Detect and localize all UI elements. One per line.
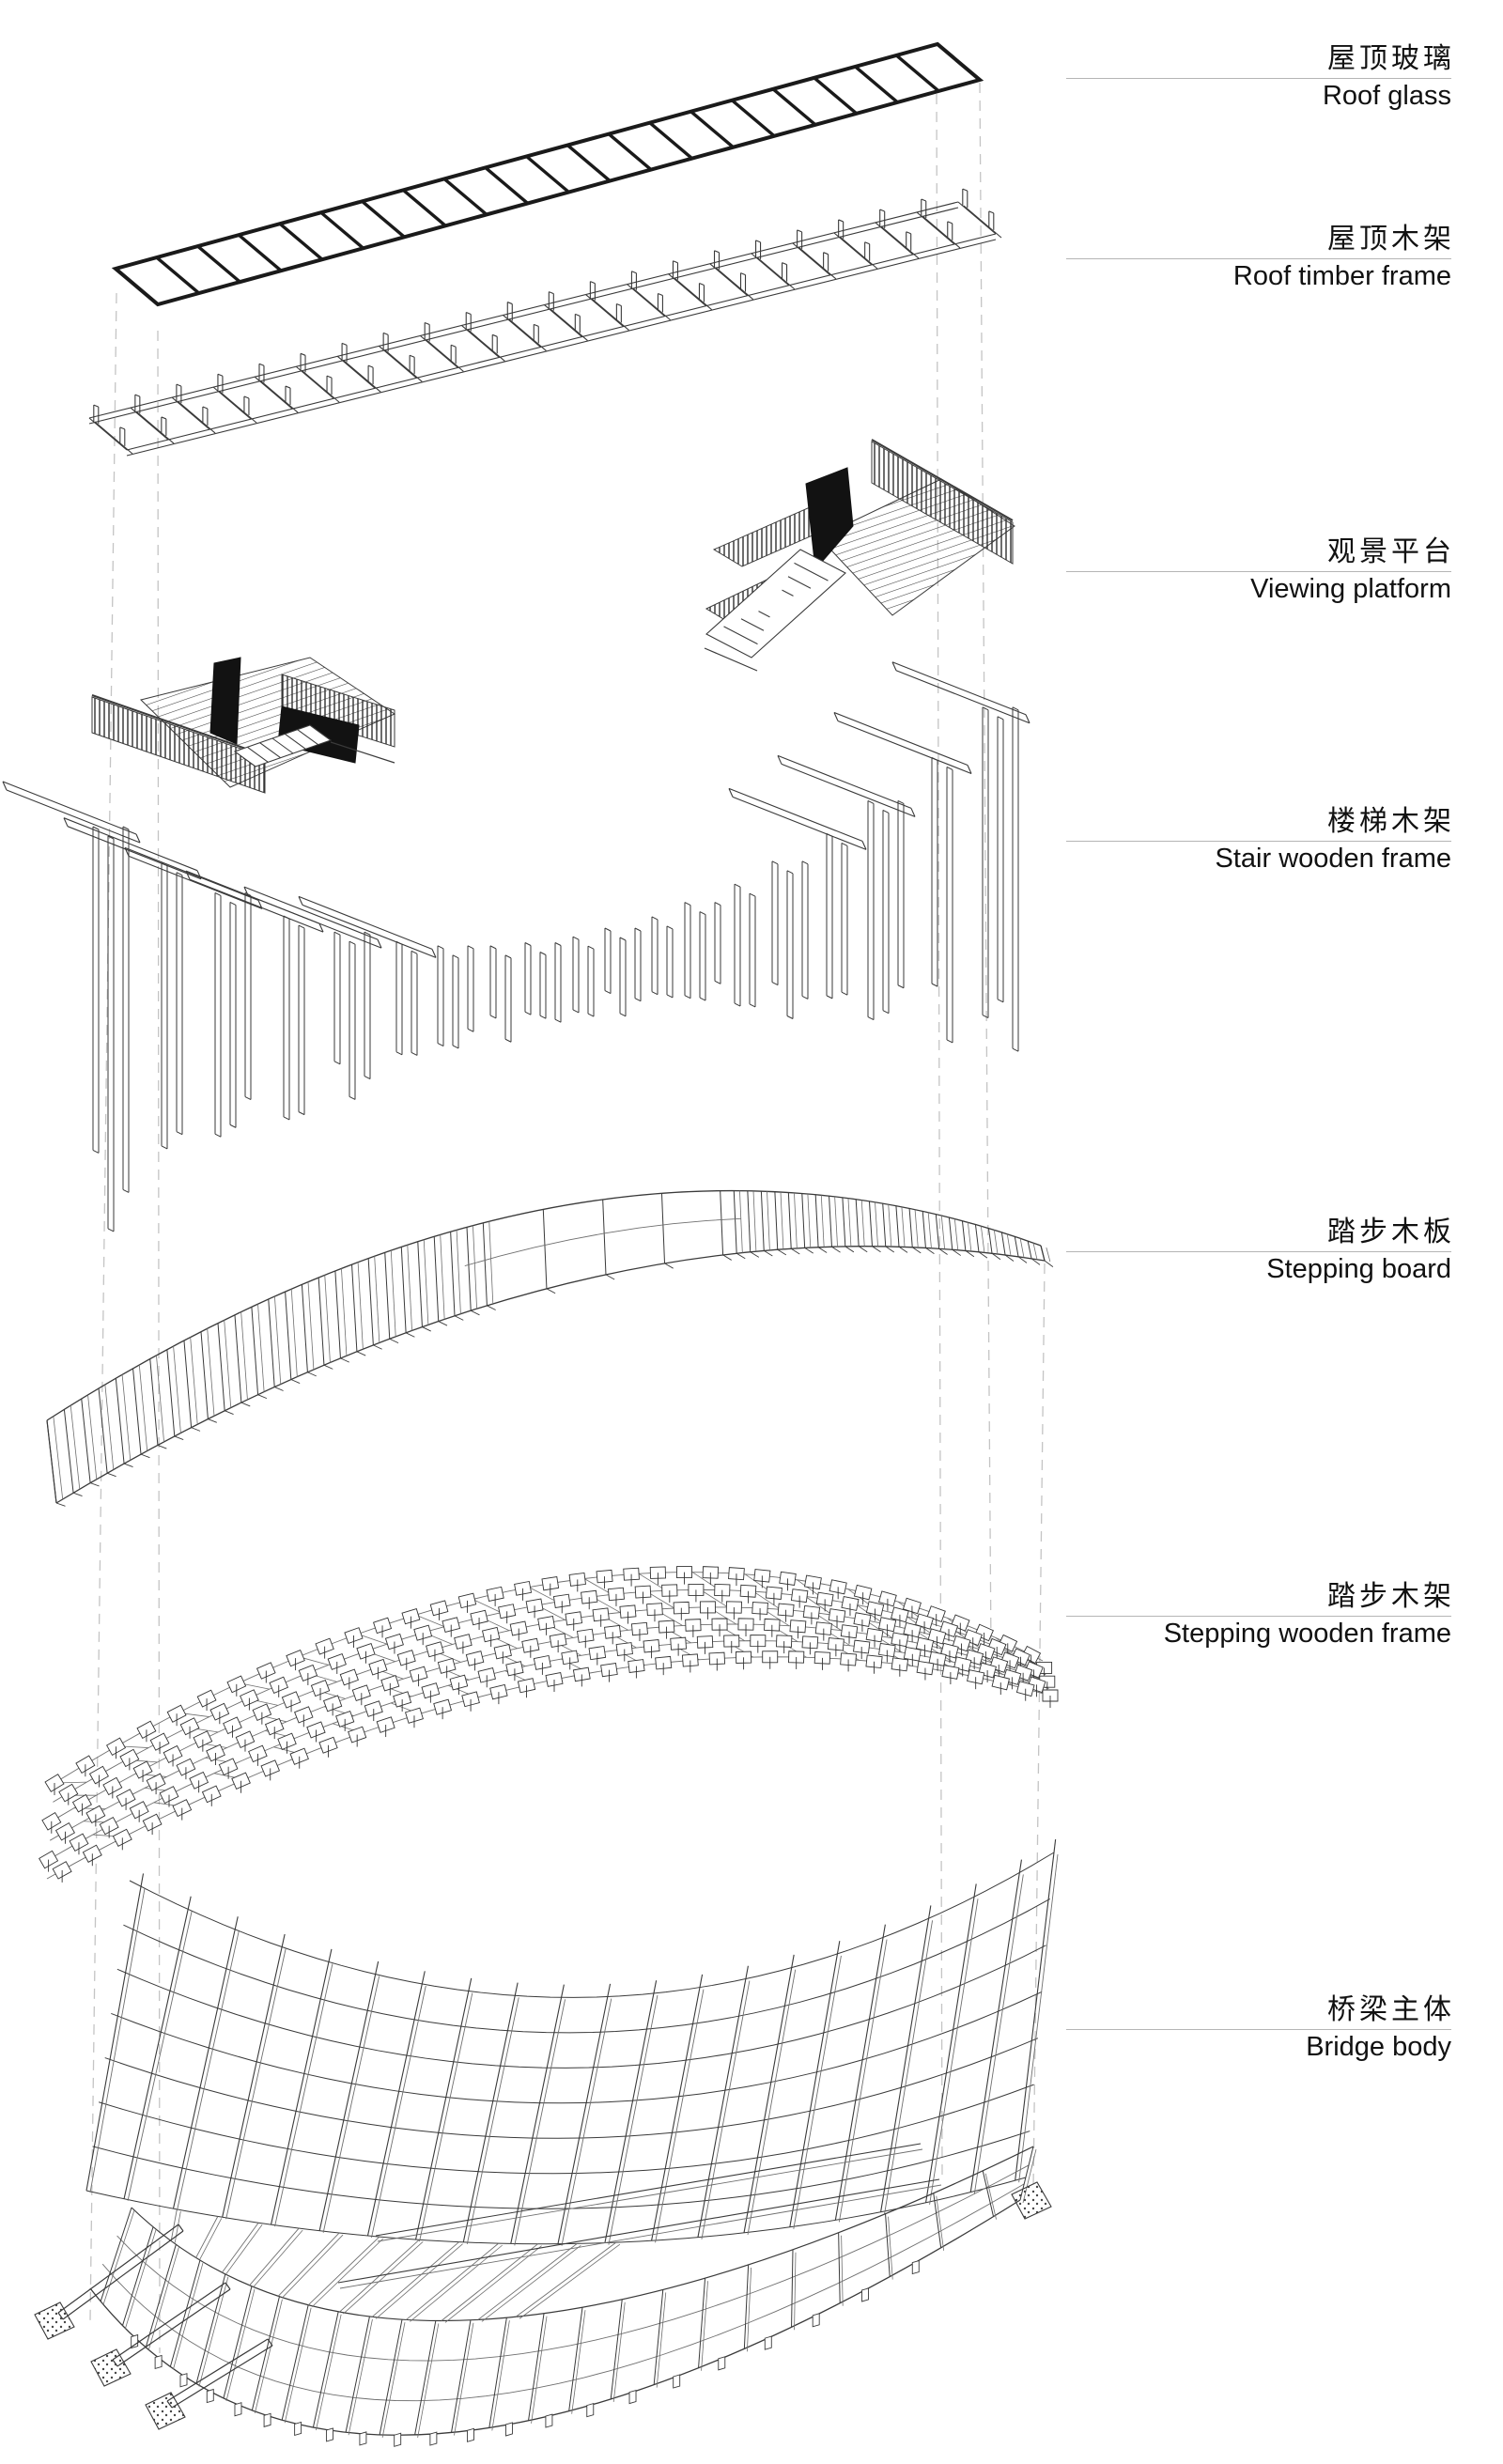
- leader-line: [1066, 258, 1451, 259]
- label-roof-glass-en: Roof glass: [1322, 81, 1451, 111]
- stair-wooden-frame-drawing: [2, 661, 1030, 1232]
- bridge-body-drawing: [34, 1839, 1059, 2447]
- label-roof-timber-frame: 屋顶木架 Roof timber frame: [1066, 225, 1451, 292]
- stepping-wooden-frame-drawing: [39, 1566, 1059, 1883]
- label-viewing-platform-zh: 观景平台: [1327, 536, 1455, 567]
- label-bridge-body-zh: 桥梁主体: [1327, 1994, 1455, 2025]
- viewing-platform-right-drawing: [704, 439, 1015, 672]
- label-roof-glass-zh: 屋顶玻璃: [1327, 43, 1455, 74]
- label-roof-glass: 屋顶玻璃 Roof glass: [1066, 45, 1451, 112]
- label-bridge-body: 桥梁主体 Bridge body: [1066, 1996, 1451, 2063]
- leader-line: [1066, 2029, 1451, 2030]
- label-viewing-platform-en: Viewing platform: [1250, 574, 1451, 604]
- label-stepping-board-zh: 踏步木板: [1327, 1217, 1455, 1247]
- leader-line: [1066, 571, 1451, 572]
- label-viewing-platform: 观景平台 Viewing platform: [1066, 538, 1451, 605]
- label-stepping-board: 踏步木板 Stepping board: [1066, 1218, 1451, 1285]
- leader-line: [1066, 78, 1451, 79]
- label-stair-wooden-frame-zh: 楼梯木架: [1327, 806, 1455, 837]
- label-stepping-wooden-frame-zh: 踏步木架: [1327, 1581, 1455, 1612]
- projection-lines: [89, 82, 1046, 2354]
- label-roof-timber-frame-en: Roof timber frame: [1232, 261, 1451, 291]
- leader-line: [1066, 841, 1451, 842]
- label-stair-wooden-frame: 楼梯木架 Stair wooden frame: [1066, 808, 1451, 875]
- roof-timber-frame-drawing: [88, 188, 1002, 457]
- roof-glass-drawing: [111, 41, 984, 307]
- label-bridge-body-en: Bridge body: [1306, 2032, 1451, 2062]
- label-roof-timber-frame-zh: 屋顶木架: [1327, 224, 1455, 255]
- viewing-platform-left-drawing: [91, 657, 396, 794]
- label-stair-wooden-frame-en: Stair wooden frame: [1215, 844, 1451, 874]
- stepping-board-drawing: [46, 1189, 1054, 1507]
- label-stepping-wooden-frame: 踏步木架 Stepping wooden frame: [1066, 1583, 1451, 1650]
- leader-line: [1066, 1616, 1451, 1617]
- label-stepping-board-en: Stepping board: [1266, 1254, 1451, 1284]
- label-stepping-wooden-frame-en: Stepping wooden frame: [1163, 1619, 1451, 1649]
- leader-line: [1066, 1251, 1451, 1252]
